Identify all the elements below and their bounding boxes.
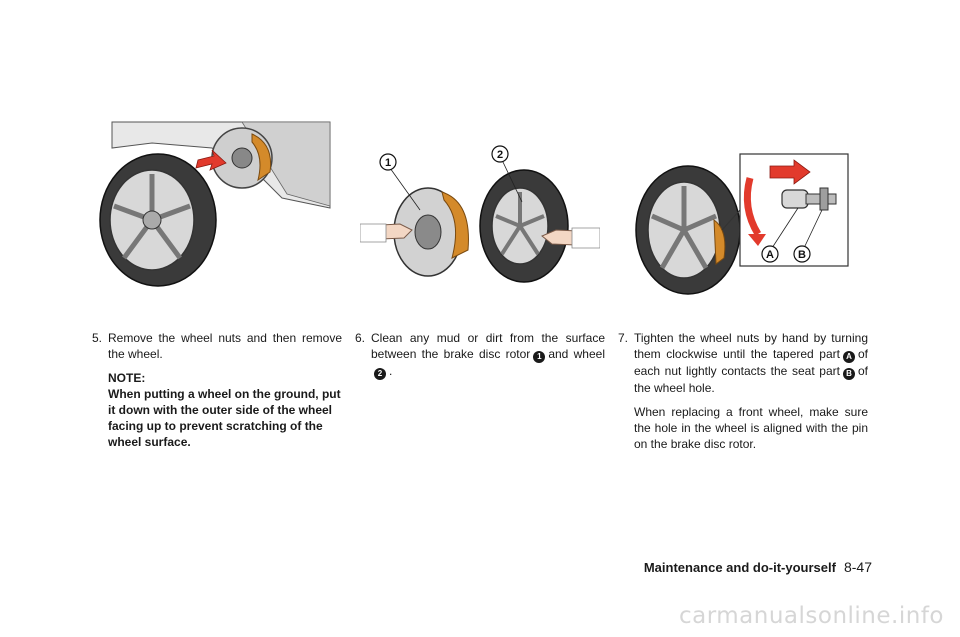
step-text: Clean any mud or dirt from the surface b… — [371, 331, 605, 361]
note-title: NOTE: — [108, 371, 146, 385]
note-text: When putting a wheel on the ground, put … — [108, 387, 341, 449]
page-number: 8-47 — [843, 559, 872, 575]
step-text: . — [389, 364, 393, 378]
ref-badge-a: A — [842, 351, 855, 363]
ref-badge-b: B — [842, 368, 855, 380]
note-block: NOTE: When putting a wheel on the ground… — [108, 370, 342, 450]
clean-rotor-wheel-illustration: 1 2 — [360, 140, 600, 298]
step-number: 5. — [92, 331, 103, 345]
step-text: Remove the wheel nuts and then remove th… — [108, 331, 342, 361]
watermark: carmanualsonline.info — [678, 603, 944, 629]
ref-badge-1: 1 — [533, 351, 546, 363]
callout-2: 2 — [497, 149, 503, 161]
step-text: Tighten the wheel nuts by hand by turnin… — [634, 331, 868, 361]
step-7-paragraph-2: When replacing a front wheel, make sure … — [634, 405, 868, 451]
callout-1: 1 — [385, 157, 391, 169]
tighten-nuts-illustration: A B — [630, 150, 854, 300]
callout-b: B — [798, 249, 806, 261]
step-7: 7. Tighten the wheel nuts by hand by tur… — [618, 330, 868, 452]
page-footer: Maintenance and do-it-yourself 8-47 — [644, 559, 872, 575]
step-5: 5. Remove the wheel nuts and then remove… — [92, 330, 342, 450]
ref-badge-2: 2 — [374, 368, 386, 380]
section-title: Maintenance and do-it-yourself — [643, 560, 836, 575]
wheel-removal-illustration — [92, 108, 332, 290]
callout-a: A — [766, 249, 774, 261]
step-number: 6. — [355, 331, 366, 345]
step-6: 6. Clean any mud or dirt from the surfac… — [355, 330, 605, 380]
step-text: of each nut lightly contacts the seat pa… — [634, 347, 868, 378]
step-text: of the wheel hole. — [634, 364, 868, 395]
step-number: 7. — [618, 331, 629, 345]
step-text: and wheel — [548, 347, 605, 361]
